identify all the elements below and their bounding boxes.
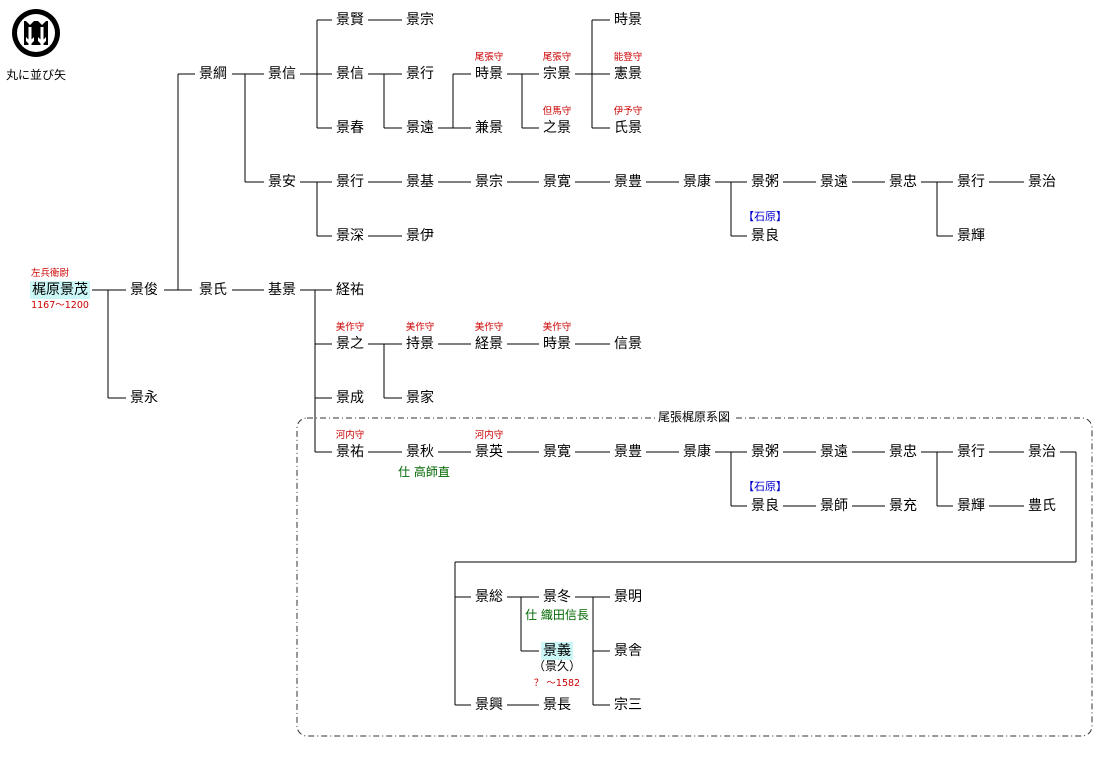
person-kagefuyu: 景冬: [543, 589, 571, 605]
person-kageyuki3: 景行: [957, 174, 985, 190]
person-kageyoshi1: 景良: [751, 228, 779, 244]
person-kageya: 景舎: [614, 643, 642, 659]
person-kageharu: 景春: [336, 120, 364, 136]
annotation-t14: 河内守: [474, 430, 504, 441]
person-kagetoshi: 景俊: [130, 282, 158, 298]
person-kagetoyo1: 景豊: [614, 174, 642, 190]
annotation-t9: 美作守: [335, 322, 365, 333]
person-kagehiro1: 景寛: [543, 174, 571, 190]
person-tokikage1: 時景: [614, 12, 642, 28]
annotation-t16: 【石原】: [743, 480, 787, 493]
person-kageoki: 景興: [475, 697, 503, 713]
annotation-t11: 美作守: [474, 322, 504, 333]
annotation-t4: 但馬守: [542, 106, 572, 117]
person-kageи: 景伊: [406, 228, 434, 244]
person-kagetoo1: 景遠: [406, 120, 434, 136]
person-kagenobu2: 景信: [336, 66, 364, 82]
person-tsunesuke: 経祐: [336, 282, 364, 298]
person-kageteru2: 景輝: [957, 498, 985, 514]
person-kagefusa: 景総: [475, 589, 503, 605]
person-tsunekage: 経景: [475, 336, 503, 352]
person-tokikage3: 時景: [543, 336, 571, 352]
annotation-t2: 尾張守: [542, 52, 572, 63]
person-kagesada: 景賢: [336, 12, 364, 28]
person-sozo: 宗三: [614, 697, 642, 713]
annotation-t7: 左兵衛尉: [30, 268, 70, 279]
annotation-t8: 1167〜1200: [31, 300, 89, 311]
person-kagefuka: 景深: [336, 228, 364, 244]
person-kageyoshi3: 景義: [541, 642, 573, 660]
annotation-t13: 河内守: [335, 430, 365, 441]
annotation-t12: 美作守: [542, 322, 572, 333]
person-kagenari: 景成: [336, 390, 364, 406]
person-nobukage: 信景: [614, 336, 642, 352]
person-kagetoyo2: 景豊: [614, 444, 642, 460]
person-kagesuke: 景祐: [336, 444, 364, 460]
crest-label: 丸に並び矢: [6, 68, 67, 82]
person-yukikage: 之景: [543, 120, 571, 136]
group-frame: [296, 417, 1093, 737]
person-kageyasu: 景安: [268, 174, 296, 190]
person-kageyasu2: 景康: [683, 174, 711, 190]
person-kageshi: 景師: [820, 498, 848, 514]
annotation-t10: 美作守: [405, 322, 435, 333]
person-kagehiro2: 景寛: [543, 444, 571, 460]
person-norikage: 憲景: [614, 66, 642, 82]
person-kageyuki1: 景行: [406, 66, 434, 82]
person-kagemitsu: 景充: [889, 498, 917, 514]
annotation-t3: 能登守: [613, 52, 643, 63]
person-tokikage2: 時景: [475, 66, 503, 82]
person-kageaki2: 景明: [614, 589, 642, 605]
person-kagenaga2: 景長: [543, 697, 571, 713]
annotation-t17: 仕 織田信長: [525, 608, 589, 622]
person-kageyoshi2: 景良: [751, 498, 779, 514]
annotation-t5: 伊予守: [613, 106, 643, 117]
person-kagehide: 景英: [475, 444, 503, 460]
annotation-t15: 仕 高師直: [398, 465, 450, 479]
person-munekage: 宗景: [543, 66, 571, 82]
person-kagemune2: 景宗: [475, 174, 503, 190]
person-kagenaga1: 景永: [130, 390, 158, 406]
person-kageyuki2: 景行: [336, 174, 364, 190]
person-kageie: 景家: [406, 390, 434, 406]
person-kagekayu1: 景粥: [751, 174, 779, 190]
person-kagenobu1: 景信: [268, 66, 296, 82]
person-kageuji: 景氏: [199, 282, 227, 298]
person-kagetsuna: 景綱: [199, 66, 227, 82]
person-ujikage: 氏景: [614, 120, 642, 136]
annotation-t19: ？ 〜1582: [533, 678, 581, 689]
person-kanekage: 兼景: [475, 120, 503, 136]
person-kageharu2: 景治: [1028, 174, 1056, 190]
person-kagesue: 梶原景茂: [30, 281, 90, 299]
person-kageyuki_m: 景之: [336, 336, 364, 352]
annotation-t6: 【石原】: [743, 210, 787, 223]
person-kageyuki4: 景行: [957, 444, 985, 460]
person-kagemune1: 景宗: [406, 12, 434, 28]
person-kagemoto: 景基: [406, 174, 434, 190]
annotation-t1: 尾張守: [474, 52, 504, 63]
annotation-t18: （景久）: [532, 659, 582, 673]
person-mochikage: 持景: [406, 336, 434, 352]
group-label: 尾張梶原系図: [655, 410, 734, 424]
person-kagetada1: 景忠: [889, 174, 917, 190]
person-kageaki: 景秋: [406, 444, 434, 460]
person-kagetoo2: 景遠: [820, 174, 848, 190]
person-motokage: 基景: [268, 282, 296, 298]
person-kageharu3: 景治: [1028, 444, 1056, 460]
person-kageyasu3: 景康: [683, 444, 711, 460]
person-kagetoo3: 景遠: [820, 444, 848, 460]
person-kageteru1: 景輝: [957, 228, 985, 244]
maru-ni-narabi-ya-crest-icon: [12, 9, 60, 57]
person-kagetada2: 景忠: [889, 444, 917, 460]
person-toyouji: 豊氏: [1028, 498, 1056, 514]
person-kagekayu2: 景粥: [751, 444, 779, 460]
